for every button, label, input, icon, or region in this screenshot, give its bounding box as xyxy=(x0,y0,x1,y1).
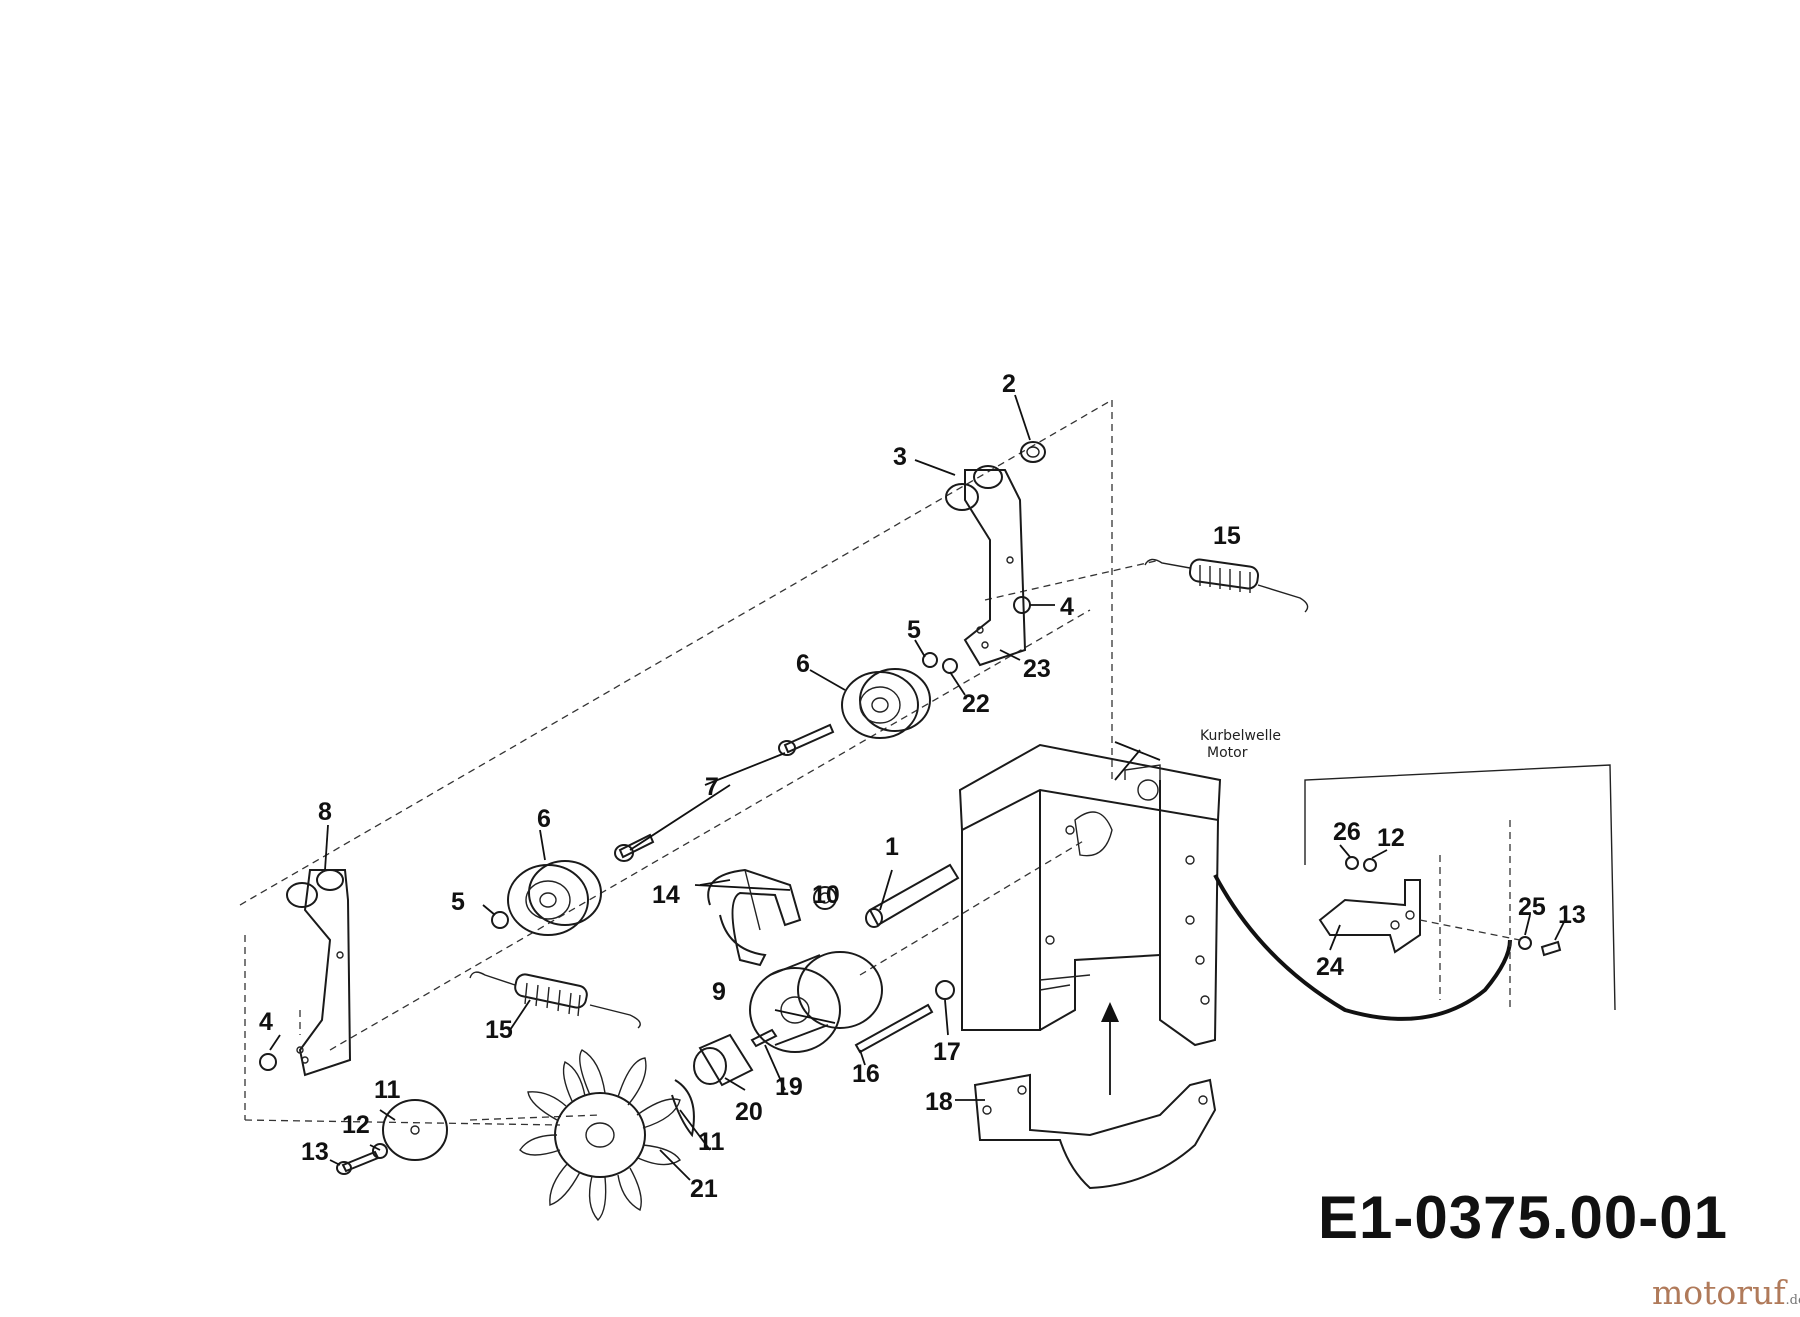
callout-16: 16 xyxy=(852,1060,880,1088)
crankshaft-arrow xyxy=(1101,1002,1119,1095)
crankshaft-label-line2: Motor xyxy=(1207,745,1248,761)
callout-12-left: 12 xyxy=(342,1111,370,1139)
callout-10: 10 xyxy=(812,881,840,909)
callout-23: 23 xyxy=(1023,655,1051,683)
brand-name: motoruf xyxy=(1652,1273,1786,1312)
callout-6-left: 6 xyxy=(537,805,551,833)
callout-22: 22 xyxy=(962,690,990,718)
callout-2: 2 xyxy=(1002,370,1016,398)
callout-14: 14 xyxy=(652,881,680,909)
callout-17: 17 xyxy=(933,1038,961,1066)
disc-part-11-left xyxy=(382,1099,448,1161)
callout-6-right: 6 xyxy=(796,650,810,678)
callout-25: 25 xyxy=(1518,893,1546,921)
idler-pulley-upper xyxy=(841,668,931,739)
assembly-guide-lines xyxy=(239,399,1161,1126)
idler-arm-right xyxy=(945,465,1027,667)
callout-24: 24 xyxy=(1316,953,1344,981)
shoulder-bolt-upper xyxy=(778,723,835,756)
belt-guard-shield xyxy=(973,1073,1217,1190)
idler-arm-left xyxy=(286,869,352,1077)
callout-13-right: 13 xyxy=(1558,901,1586,929)
callout-11-right: 11 xyxy=(698,1128,725,1156)
callout-20: 20 xyxy=(735,1098,763,1126)
callout-13-left: 13 xyxy=(301,1138,329,1166)
callout-3: 3 xyxy=(893,443,907,471)
fan-impeller xyxy=(519,1049,681,1222)
callout-12-right: 12 xyxy=(1377,824,1405,852)
brand-suffix: .de xyxy=(1785,1293,1800,1308)
callout-18: 18 xyxy=(925,1088,953,1116)
bushing-part-2 xyxy=(1020,441,1046,463)
shoulder-bolt-lower xyxy=(614,833,655,862)
hub-part-20 xyxy=(693,1033,754,1087)
callout-21: 21 xyxy=(690,1175,718,1203)
crankshaft-label-line1: Kurbelwelle xyxy=(1200,728,1281,744)
idler-pulley-lower xyxy=(507,860,602,936)
callout-labels: 1 2 3 4 4 5 5 6 6 7 8 9 10 11 11 12 12 1… xyxy=(259,370,1586,1203)
callout-26: 26 xyxy=(1333,818,1361,846)
cable-bracket-inset xyxy=(1304,764,1616,1011)
callout-5-left: 5 xyxy=(451,888,465,916)
callout-4-left: 4 xyxy=(259,1008,273,1036)
callout-11-left: 11 xyxy=(374,1076,401,1104)
callout-1: 1 xyxy=(885,833,899,861)
disc-part-11-right xyxy=(671,1079,695,1138)
callout-9: 9 xyxy=(712,978,726,1006)
control-cable xyxy=(1213,874,1512,1021)
belt-guide-clip xyxy=(707,868,802,967)
small-fasteners xyxy=(259,596,1532,1159)
callout-7: 7 xyxy=(705,773,719,801)
drive-pulley xyxy=(749,951,883,1053)
callout-19: 19 xyxy=(775,1073,803,1101)
drawing-code: E1-0375.00-01 xyxy=(1318,1184,1728,1251)
callout-15-lower: 15 xyxy=(485,1016,513,1044)
engine-frame xyxy=(958,743,1222,1047)
callout-15-upper: 15 xyxy=(1213,522,1241,550)
callout-leaders xyxy=(269,394,1566,1181)
callout-5-right: 5 xyxy=(907,616,921,644)
drive-shaft xyxy=(865,863,960,928)
tension-spring-lower xyxy=(469,971,641,1029)
rod-part-16 xyxy=(854,1003,934,1054)
callout-8: 8 xyxy=(318,798,332,826)
bolt-part-13 xyxy=(336,940,1562,1175)
brand-logo: motoruf.de xyxy=(1652,1273,1800,1312)
callout-4-right: 4 xyxy=(1060,593,1074,621)
key-part-19 xyxy=(750,1028,778,1048)
tension-spring-upper xyxy=(1144,558,1309,613)
